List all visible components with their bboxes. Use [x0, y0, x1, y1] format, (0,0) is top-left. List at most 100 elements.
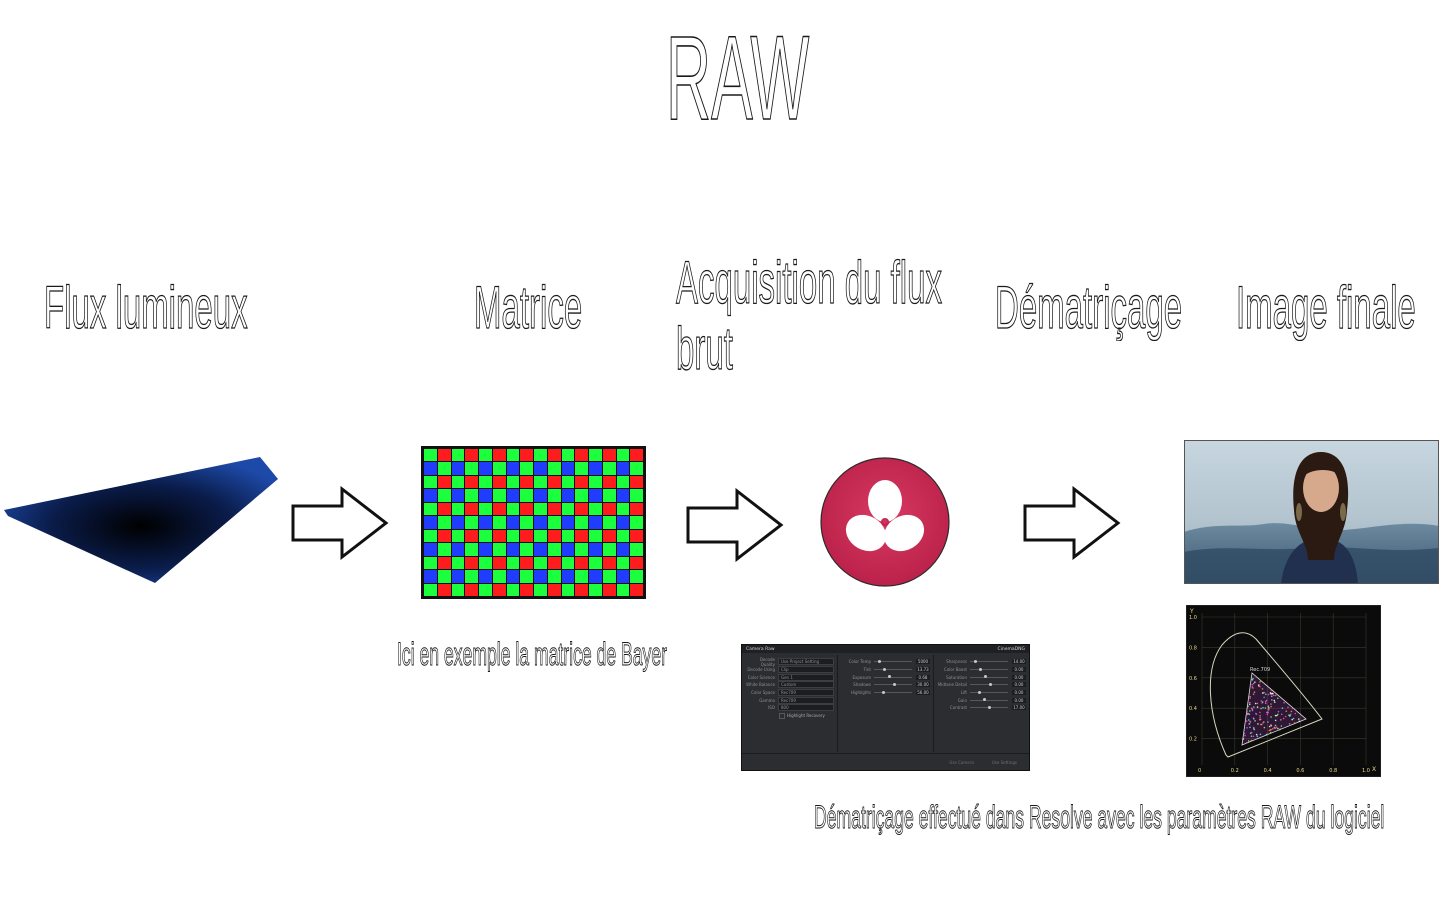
cie-sample-point: [1268, 725, 1271, 728]
raw-setting-value[interactable]: 30.00: [916, 682, 930, 688]
bayer-cell: [437, 556, 451, 570]
bayer-cell: [465, 583, 478, 596]
bayer-cell: [492, 570, 506, 583]
raw-setting-dropdown[interactable]: Rec709: [778, 689, 834, 697]
use-camera-button[interactable]: Use Camera: [949, 759, 974, 765]
bayer-cell: [575, 529, 588, 543]
bayer-cell: [602, 516, 616, 529]
raw-setting-slider[interactable]: [874, 659, 912, 663]
cie-sample-point: [1267, 708, 1270, 710]
cie-sample-point: [1245, 741, 1248, 744]
bayer-cell: [520, 489, 533, 502]
cie-sample-point: [1282, 717, 1285, 720]
raw-setting-dropdown[interactable]: Gen 1: [778, 673, 834, 681]
bayer-cell: [424, 570, 437, 583]
raw-setting-value[interactable]: 0.00: [1012, 667, 1026, 673]
cie-y-tick-label: 0.2: [1189, 737, 1197, 743]
stage-label-matrix: Matrice: [474, 274, 583, 341]
bayer-cell: [616, 502, 630, 516]
slider-knob[interactable]: [892, 682, 896, 686]
bayer-cell: [492, 489, 506, 502]
slider-knob[interactable]: [887, 675, 891, 679]
raw-setting-value[interactable]: 56.00: [916, 690, 930, 696]
cie-sample-point: [1271, 692, 1274, 695]
cie-gamut-label: Rec.709: [1250, 667, 1270, 673]
bayer-cell: [451, 489, 465, 502]
bayer-cell: [520, 556, 533, 570]
cie-sample-point: [1267, 705, 1270, 708]
cie-sample-point: [1273, 726, 1276, 729]
raw-setting-dropdown[interactable]: 800: [778, 704, 834, 712]
slider-knob[interactable]: [978, 690, 982, 694]
raw-setting-slider[interactable]: [970, 667, 1008, 671]
cie-sample-point: [1280, 713, 1283, 716]
bayer-cell: [561, 502, 575, 516]
raw-setting-value[interactable]: 0.00: [1012, 697, 1026, 703]
slider-knob[interactable]: [973, 659, 977, 663]
raw-setting-slider[interactable]: [970, 690, 1008, 694]
bayer-cell: [506, 529, 520, 543]
bayer-cell: [575, 556, 588, 570]
slider-knob[interactable]: [983, 698, 987, 702]
checkbox-icon[interactable]: [779, 712, 785, 719]
raw-setting-value[interactable]: 0.00: [1012, 690, 1026, 696]
slider-knob[interactable]: [882, 690, 886, 694]
bayer-cell: [479, 529, 492, 543]
bayer-cell: [589, 516, 602, 529]
raw-setting-dropdown[interactable]: Rec709: [778, 696, 834, 704]
raw-setting-value[interactable]: 0.68: [916, 674, 930, 680]
cie-sample-point: [1253, 718, 1255, 720]
raw-setting-slider[interactable]: [970, 675, 1008, 679]
slider-knob[interactable]: [877, 659, 881, 663]
light-flux-illustration: [4, 457, 278, 583]
use-settings-button[interactable]: Use Settings: [991, 759, 1017, 765]
slider-knob[interactable]: [988, 682, 992, 686]
raw-panel-format: CinemaDNG: [997, 646, 1025, 652]
bayer-cell: [451, 583, 465, 596]
slider-knob[interactable]: [988, 705, 992, 709]
cie-sample-point: [1250, 731, 1253, 734]
cie-sample-point: [1298, 718, 1300, 720]
slider-knob[interactable]: [983, 675, 987, 679]
raw-setting-value[interactable]: 0.00: [1012, 674, 1026, 680]
bayer-cell: [479, 475, 492, 489]
raw-setting-dropdown[interactable]: Use Project Setting: [778, 658, 834, 666]
raw-setting-value[interactable]: 14.00: [1012, 659, 1026, 665]
raw-setting-label: ISO: [768, 705, 775, 711]
raw-setting-slider[interactable]: [970, 682, 1008, 686]
raw-setting-value[interactable]: 13.73: [916, 667, 930, 673]
raw-setting-value[interactable]: 17.00: [1012, 705, 1026, 711]
cie-sample-point: [1251, 679, 1254, 681]
raw-setting-label: Color Space: [751, 690, 775, 696]
raw-setting-slider[interactable]: [874, 675, 912, 679]
bayer-cell: [451, 475, 465, 489]
highlight-recovery-checkbox[interactable]: Highlight Recovery: [745, 712, 834, 720]
raw-setting-dropdown[interactable]: Clip: [778, 666, 834, 674]
cie-sample-point: [1270, 705, 1272, 708]
bayer-cell: [492, 449, 506, 462]
bayer-cell: [424, 516, 437, 529]
bayer-cell: [451, 449, 465, 462]
bayer-cell: [630, 489, 643, 502]
cie-sample-point: [1263, 696, 1265, 699]
bayer-cell: [506, 475, 520, 489]
raw-setting-value[interactable]: 5000: [916, 659, 930, 665]
slider-knob[interactable]: [882, 667, 886, 671]
raw-setting-value[interactable]: 0.00: [1012, 682, 1026, 688]
raw-setting-slider[interactable]: [874, 682, 912, 686]
raw-setting-slider[interactable]: [874, 690, 912, 694]
raw-setting-label: Gamma: [759, 697, 775, 703]
bayer-cell: [547, 516, 561, 529]
raw-setting-slider[interactable]: [874, 667, 912, 671]
raw-setting-slider[interactable]: [970, 698, 1008, 702]
slider-knob[interactable]: [978, 667, 982, 671]
raw-setting-dropdown[interactable]: Custom: [778, 681, 834, 689]
cie-sample-point: [1280, 725, 1283, 727]
bayer-cell: [437, 462, 451, 475]
raw-setting-slider[interactable]: [970, 705, 1008, 709]
raw-setting-slider[interactable]: [970, 659, 1008, 663]
bayer-cell: [451, 529, 465, 543]
